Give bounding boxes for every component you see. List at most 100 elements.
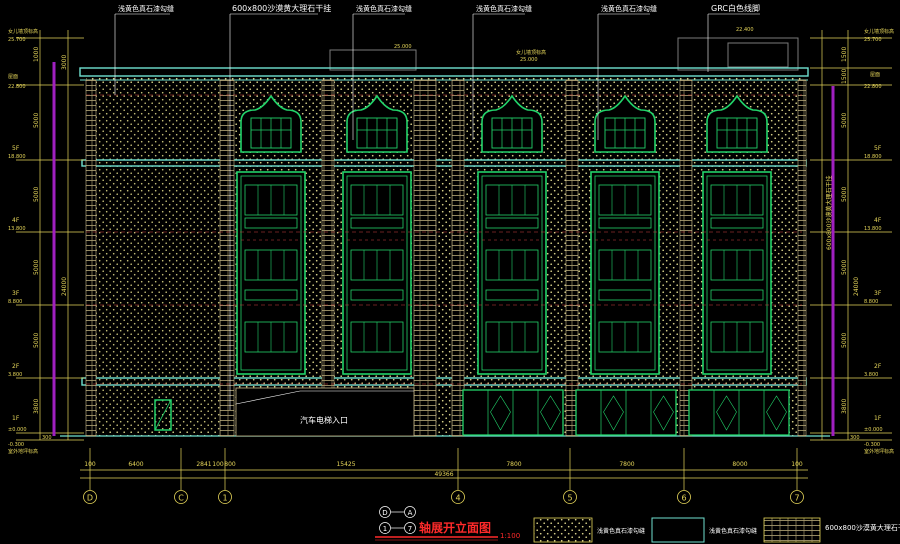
legend-text-1: 浅黄色真石漆勾缝 [597, 527, 645, 535]
right-f2: 2F [874, 363, 882, 370]
legend-swatch-cyan [651, 517, 705, 543]
shopfront-diamond [540, 395, 561, 431]
right-f1-val: ±0.000 [864, 427, 883, 433]
window-pane [244, 217, 298, 229]
top-label-2: 600x800沙漠黄大理石干挂 [232, 3, 331, 13]
left-hatch-block [95, 85, 225, 430]
bottom-dimensions: 100 6400 2841 100 800 15425 7800 7800 80… [80, 448, 808, 490]
title-scale: 1:100 [500, 532, 520, 540]
top-label-6: GRC白色线脚 [711, 3, 760, 13]
axis-bubble-label: 1 [222, 494, 227, 503]
top-cornice [79, 67, 809, 77]
left-f2: 2F [12, 363, 20, 370]
right-ground-text: 室外地坪标高 [864, 448, 894, 455]
right-roof-val: 22.800 [864, 84, 882, 90]
right-parapet-val: 25.700 [864, 37, 882, 43]
pilaster [679, 79, 693, 437]
window-pane [710, 217, 764, 229]
left-ground-val: -0.300 [8, 442, 24, 448]
title-axis-b2: 7 [408, 525, 412, 533]
axis-bubble-circle [563, 490, 577, 504]
right-level-annotations: 女儿墙顶标高 25.700 屋面 22.800 5F 18.800 4F 13.… [810, 28, 894, 455]
tall-window-inner [346, 175, 408, 371]
title-axis-a1: D [382, 509, 387, 517]
left-f1-val: ±0.000 [8, 427, 27, 433]
left-dim-total: 24000 [61, 277, 68, 296]
entrance-label: 汽车电梯入口 [300, 415, 348, 425]
axis-bubble-circle [451, 490, 465, 504]
pilaster [565, 79, 579, 437]
left-dim-300: 300 [42, 435, 52, 441]
window-pane [598, 217, 652, 229]
left-f5: 5F [12, 145, 20, 152]
dim-c: 2841 [196, 461, 211, 468]
dim-f: 15425 [336, 461, 355, 468]
top-material-labels: 浅黄色真石漆勾缝 600x800沙漠黄大理石干挂 浅黄色真石漆勾缝 浅黄色真石漆… [114, 3, 760, 410]
roof-elev-3: 22.400 [736, 27, 754, 33]
left-dim-5: 3800 [33, 399, 40, 414]
window-pane [485, 217, 539, 229]
right-dim-4: 5000 [841, 187, 848, 202]
right-f5: 5F [874, 145, 882, 152]
right-f4-val: 13.800 [864, 226, 882, 232]
window-pane [598, 289, 652, 301]
legend-text-2: 浅黄色真石漆勾缝 [709, 527, 757, 535]
right-dim-total: 24000 [853, 277, 860, 296]
legend-swatch-marble [763, 517, 821, 543]
pilasters [85, 79, 807, 437]
dim-total: 49366 [434, 471, 453, 478]
floor-dash-lines [86, 94, 802, 385]
axis-bubble-label: D [87, 494, 93, 503]
dim-e: 800 [224, 461, 236, 468]
dim-h: 7800 [619, 461, 634, 468]
title-axis-a2: A [408, 509, 413, 517]
right-f1: 1F [874, 415, 882, 422]
left-f4-val: 13.800 [8, 226, 26, 232]
axis-bubble-label: 7 [794, 494, 799, 503]
pilaster [219, 79, 235, 437]
tall-window-inner [706, 175, 768, 371]
windows [236, 94, 772, 375]
left-roof-val: 22.800 [8, 84, 26, 90]
right-dim-1: 1500 [841, 47, 848, 62]
pilaster [321, 79, 335, 437]
right-dim-5: 5000 [841, 260, 848, 275]
legend-text-3: 600x800沙漠黄大理石干挂 [825, 523, 900, 532]
axis-bubble-circle [790, 490, 804, 504]
right-dim-2: 1500 [841, 69, 848, 84]
shopfront-diamond [716, 395, 737, 431]
legend-swatch-stone [533, 517, 593, 543]
axis-bubble-circle [218, 490, 232, 504]
facade [86, 76, 802, 436]
top-label-3: 浅黄色真石漆勾缝 [356, 4, 412, 13]
top-label-5: 浅黄色真石漆勾缝 [601, 4, 657, 13]
roof-penthouse-left [329, 49, 417, 71]
dim-b: 6400 [128, 461, 143, 468]
window-pane [244, 289, 298, 301]
window-pane [710, 289, 764, 301]
axis-bubble-label: C [178, 494, 184, 503]
pilaster [451, 79, 465, 437]
top-label-1: 浅黄色真石漆勾缝 [118, 4, 174, 13]
title-text: 轴展开立面图 [419, 520, 491, 535]
roof-penthouse-right [677, 37, 799, 71]
window-pane [485, 289, 539, 301]
dim-g: 7800 [506, 461, 521, 468]
right-roof-text: 屋面 [870, 72, 880, 78]
left-dim-sm: 3000 [61, 55, 68, 70]
left-parapet-val: 25.700 [8, 37, 26, 43]
axis-bubble-label: 5 [567, 494, 572, 503]
left-dim-2: 5000 [33, 187, 40, 202]
right-f4: 4F [874, 217, 882, 224]
left-f3-val: 8.800 [8, 299, 22, 305]
entrance-ramp [235, 390, 301, 405]
dim-i: 8000 [732, 461, 747, 468]
title-axis-b1: 1 [383, 525, 387, 533]
right-f3-val: 8.800 [864, 299, 878, 305]
roof-note: 女儿墙顶标高 [516, 49, 546, 56]
shopfront-diamond [653, 395, 674, 431]
shopfront-diamond [603, 395, 624, 431]
left-dim-4: 5000 [33, 333, 40, 348]
left-parapet-text: 女儿墙顶标高 [8, 28, 38, 35]
